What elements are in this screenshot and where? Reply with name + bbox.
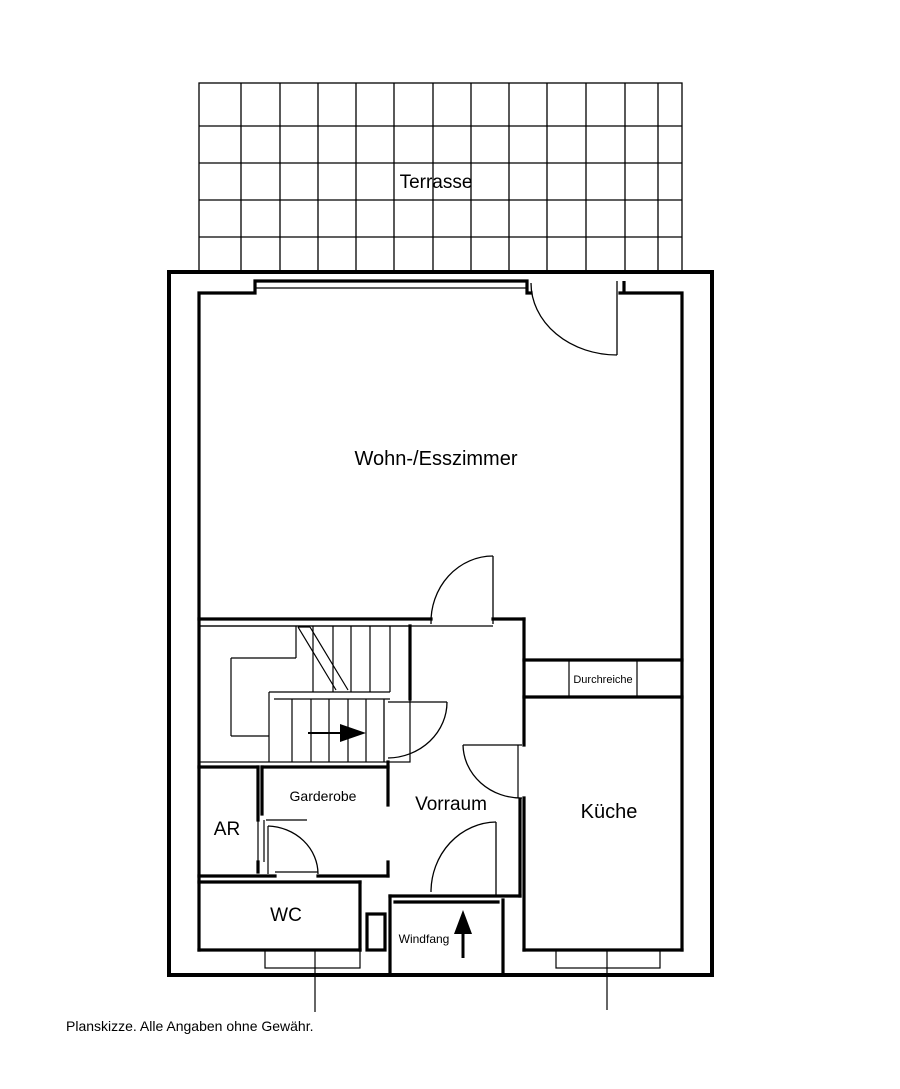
label-terrasse: Terrasse [400, 172, 473, 193]
label-wc: WC [270, 905, 302, 926]
living-south-wall [197, 555, 526, 627]
label-durchreiche: Durchreiche [573, 674, 632, 686]
disclaimer-text: Planskizze. Alle Angaben ohne Gewähr. [66, 1018, 314, 1034]
kitchen-walls [462, 617, 684, 952]
bottom-windows [264, 949, 661, 1012]
label-wohn-esszimmer: Wohn-/Esszimmer [355, 448, 518, 470]
staircase [198, 624, 412, 763]
terrace-door [530, 281, 618, 356]
stair-arrow-icon [308, 724, 366, 742]
outer-walls [167, 270, 714, 977]
label-windfang: Windfang [399, 932, 450, 946]
windfang-walls [365, 798, 522, 977]
entrance-arrow-icon [454, 910, 472, 958]
label-vorraum: Vorraum [415, 794, 487, 815]
stair-door [383, 699, 448, 762]
label-ar: AR [214, 819, 240, 840]
label-garderobe: Garderobe [290, 788, 357, 804]
label-kueche: Küche [581, 801, 638, 823]
ar-door [266, 819, 319, 875]
